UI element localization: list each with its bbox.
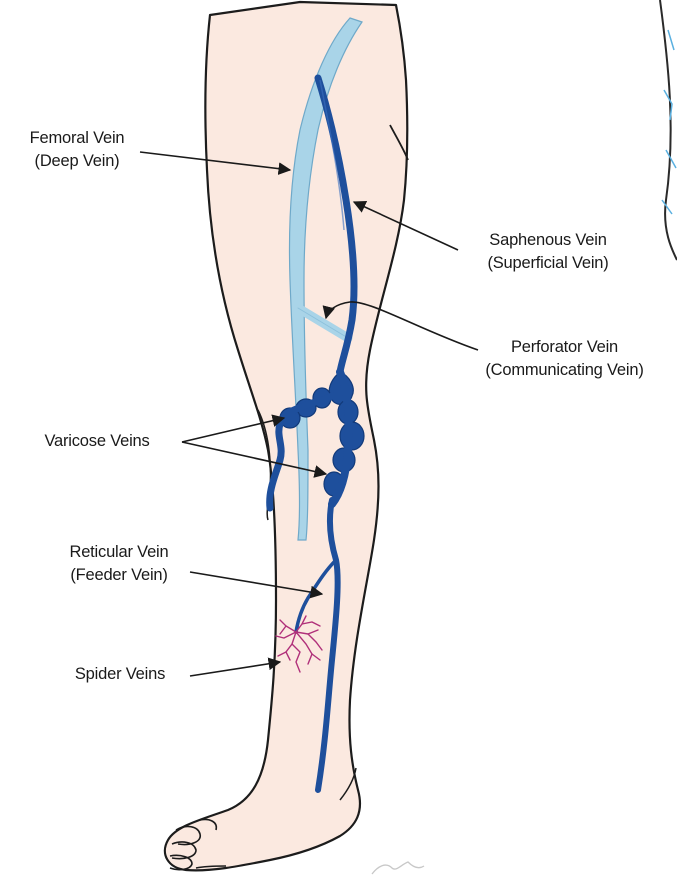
label-spider-veins: Spider Veins — [50, 663, 190, 686]
label-perforator-type: (Communicating Vein) — [452, 359, 677, 382]
label-saphenous-name: Saphenous Vein — [450, 229, 646, 252]
label-perforator-vein: Perforator Vein (Communicating Vein) — [452, 336, 677, 382]
label-reticular-name: Reticular Vein — [44, 541, 194, 564]
label-femoral-vein: Femoral Vein (Deep Vein) — [6, 127, 148, 173]
adjacent-figure-outline — [660, 0, 677, 260]
label-varicose-name: Varicose Veins — [14, 430, 180, 453]
label-saphenous-type: (Superficial Vein) — [450, 252, 646, 275]
label-varicose-veins: Varicose Veins — [14, 430, 180, 453]
leg-outline — [165, 2, 407, 870]
label-perforator-name: Perforator Vein — [452, 336, 677, 359]
artist-signature — [372, 862, 424, 874]
label-saphenous-vein: Saphenous Vein (Superficial Vein) — [450, 229, 646, 275]
label-femoral-type: (Deep Vein) — [6, 150, 148, 173]
label-spider-name: Spider Veins — [50, 663, 190, 686]
leader-spider — [190, 662, 280, 676]
label-femoral-name: Femoral Vein — [6, 127, 148, 150]
label-reticular-vein: Reticular Vein (Feeder Vein) — [44, 541, 194, 587]
adjacent-figure-veins — [662, 30, 676, 214]
label-reticular-type: (Feeder Vein) — [44, 564, 194, 587]
